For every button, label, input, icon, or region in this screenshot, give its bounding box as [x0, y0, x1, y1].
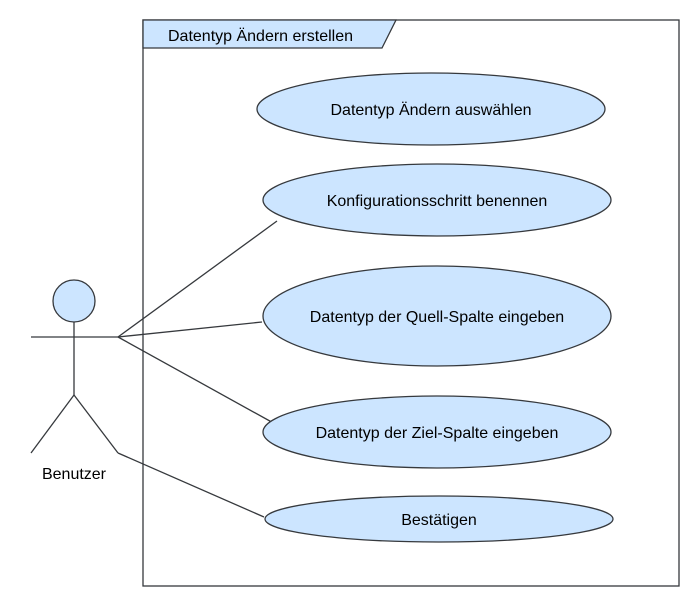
associations [117, 220, 278, 518]
use-case-bestaetigen[interactable]: Bestätigen [264, 495, 614, 543]
use-case-label: Konfigurationsschritt benennen [327, 193, 548, 210]
system-title: Datentyp Ändern erstellen [168, 27, 353, 45]
use-case-datentyp-ziel-spalte[interactable]: Datentyp der Ziel-Spalte eingeben [262, 395, 612, 469]
use-case-datentyp-aendern-auswaehlen[interactable]: Datentyp Ändern auswählen [256, 72, 606, 146]
system-boundary [142, 19, 680, 587]
actor-benutzer[interactable] [30, 279, 119, 454]
use-case-datentyp-quell-spalte[interactable]: Datentyp der Quell-Spalte eingeben [262, 265, 612, 367]
use-case-ellipse [262, 265, 612, 367]
use-case-label: Datentyp der Ziel-Spalte eingeben [316, 425, 559, 442]
use-case-konfigurationsschritt-benennen[interactable]: Konfigurationsschritt benennen [262, 163, 612, 237]
use-case-label: Bestätigen [401, 512, 477, 529]
actor-left-leg [30, 394, 75, 454]
use-case-ellipse [262, 395, 612, 469]
system-title-tab [142, 19, 398, 49]
actor-label: Benutzer [42, 466, 107, 483]
use-case-ellipse [256, 72, 606, 146]
actor-head [52, 279, 96, 323]
actor-right-leg [73, 394, 119, 454]
association-ziel-spalte [117, 336, 278, 426]
use-case-label: Datentyp Ändern auswählen [330, 101, 531, 119]
association-quell-spalte [117, 321, 263, 338]
use-case-label: Datentyp der Quell-Spalte eingeben [310, 309, 564, 326]
use-case-ellipse [264, 495, 614, 543]
use-case-ellipse [262, 163, 612, 237]
association-konfigurationsschritt [117, 220, 278, 338]
association-bestaetigen [117, 452, 265, 518]
